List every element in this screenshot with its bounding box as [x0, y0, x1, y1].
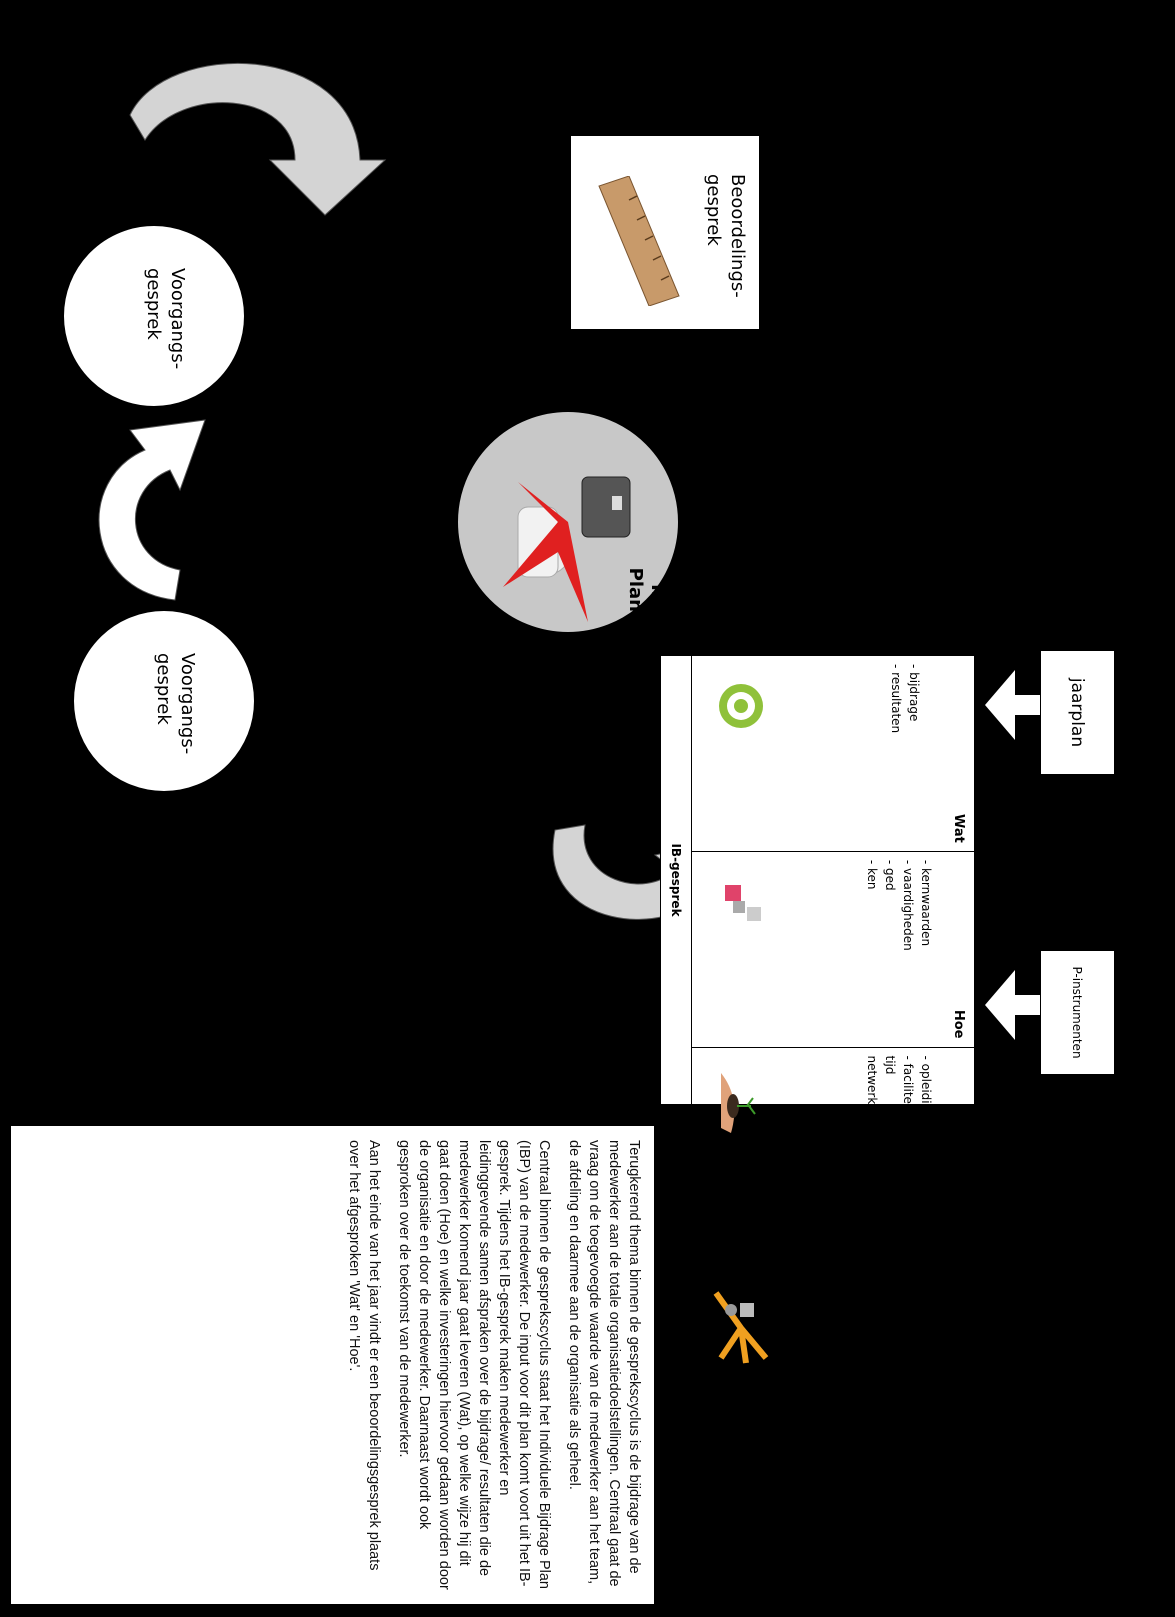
hoe-item-3: - ged	[883, 859, 897, 891]
column-header-wat: Wat	[951, 814, 966, 843]
table-column-hoe: Hoe - kernwaarden - vaardigheden - ged -…	[691, 851, 974, 1048]
description-box: Terugkerend thema binnen de gesprekscycl…	[10, 1125, 655, 1605]
eigen-item-2: - (2') Loopbaan	[886, 1276, 900, 1368]
ib-gesprek-title: IB-gesprek	[661, 656, 692, 1104]
person-checkmark-icon	[503, 476, 631, 622]
curved-arrow-left	[98, 419, 206, 601]
voorgangs-right-line1: Voorgangs-	[177, 653, 198, 755]
table-column-investering: Investering - opleiding - faciliteiten t…	[691, 1047, 974, 1269]
hoe-item-4: - ken	[865, 859, 879, 890]
measuring-ruler-icon	[598, 176, 680, 306]
connector-voorgang-left-hub	[393, 344, 414, 424]
hoe-item-1: - kernwaarden	[919, 859, 933, 947]
curved-arrow-top-right	[129, 62, 387, 216]
ib-plan-hub: IB- Plan	[456, 410, 680, 634]
table-column-eigen-toekomst: Eigen toekomst - ILB - (2') Loopbaan - G…	[691, 1268, 974, 1413]
target-figure-icon	[719, 684, 763, 728]
puzzle-pieces-icon	[725, 884, 761, 921]
voorgangs-circle-left: Voorgangs- gesprek	[63, 225, 245, 407]
voorgangs-left-line2: gesprek	[143, 268, 164, 340]
description-paragraph-3: Aan het einde van het jaar vindt er een …	[346, 1140, 382, 1571]
beoordelings-line1: Beoordelings-	[727, 174, 748, 298]
hand-with-seedling-icon	[721, 1072, 756, 1133]
hub-title-line1: IB-	[647, 584, 668, 612]
beoordelings-box: Beoordelings- gesprek	[570, 135, 760, 330]
jaarplan-label: jaarplan	[1067, 677, 1088, 748]
wat-item-1: - bijdrage	[907, 664, 921, 722]
connector-beoordeling-hub	[555, 334, 586, 419]
eigen-item-1: - ILB	[904, 1276, 918, 1303]
column-header-investering: Investering	[951, 1175, 966, 1260]
column-header-eigen-toekomst: Eigen toekomst	[936, 1336, 966, 1405]
description-paragraph-1: Terugkerend thema binnen de gesprekscycl…	[566, 1140, 642, 1587]
eigen-item-4: mobiliteit	[850, 1276, 864, 1333]
connector-voorgang-right-hub	[354, 615, 384, 641]
investering-item-3: tijd	[883, 1055, 897, 1075]
investering-item-4: netwerk	[865, 1055, 879, 1105]
jaarplan-box: jaarplan	[1040, 650, 1115, 775]
p-instrumenten-box: P-instrumenten	[1040, 950, 1115, 1075]
key-figure-icon	[713, 1291, 769, 1364]
table-column-wat: Wat - bijdrage - resultaten	[691, 656, 974, 852]
p-instrumenten-label: P-instrumenten	[1070, 966, 1085, 1059]
eigen-item-3: - Gezondheid	[868, 1276, 882, 1356]
investering-item-1: - opleiding	[919, 1055, 933, 1119]
hub-title-line2: Plan	[625, 567, 646, 612]
ib-gesprek-table: IB-gesprek Wat - bijdrage - resultaten H…	[660, 655, 975, 1405]
voorgangs-circle-right: Voorgangs- gesprek	[73, 610, 255, 792]
wat-item-2: - resultaten	[889, 664, 903, 734]
down-arrow-p-instrumenten	[985, 970, 1045, 1040]
hoe-item-2: - vaardigheden	[901, 859, 915, 951]
column-header-hoe: Hoe	[951, 1009, 966, 1039]
description-paragraph-2: Centraal binnen de gesprekscyclus staat …	[396, 1140, 552, 1590]
voorgangs-right-line2: gesprek	[153, 653, 174, 725]
voorgangs-left-line1: Voorgangs-	[167, 268, 188, 370]
investering-item-2: - faciliteiten	[901, 1055, 915, 1127]
beoordelings-line2: gesprek	[703, 174, 724, 246]
down-arrow-jaarplan	[985, 670, 1045, 740]
